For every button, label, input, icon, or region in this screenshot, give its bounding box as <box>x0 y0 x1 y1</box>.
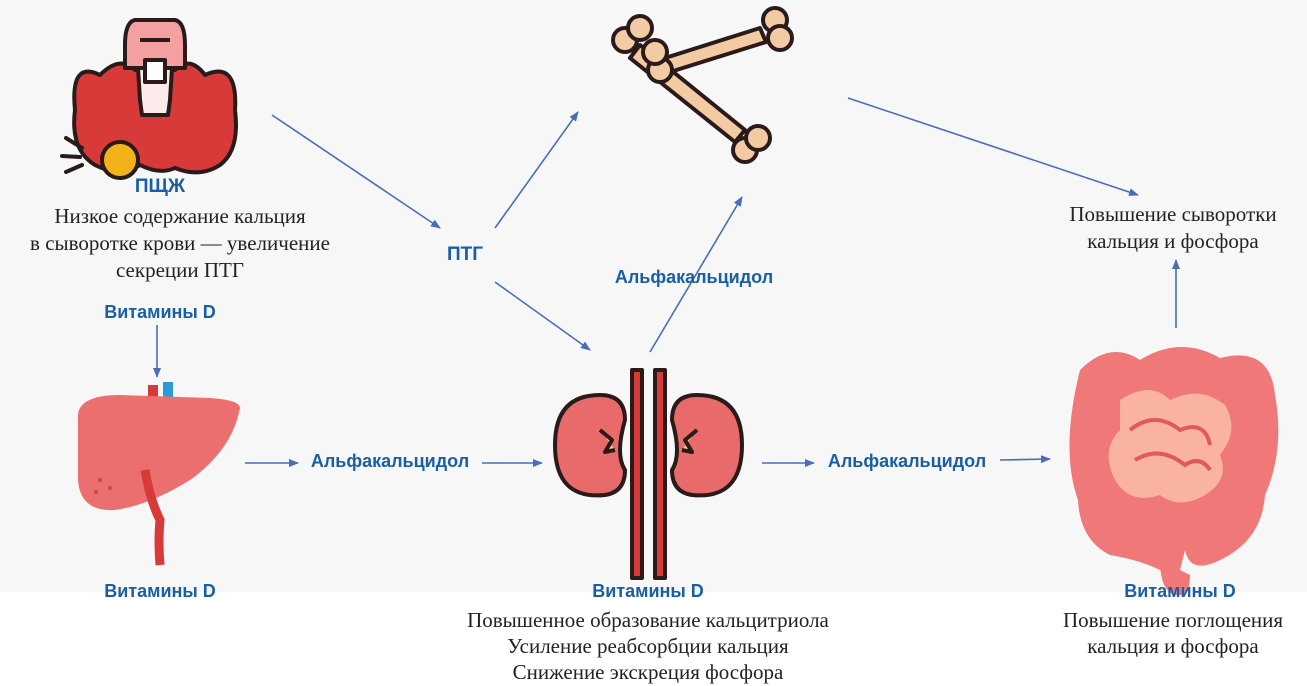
thyroid-desc-line-3: секреции ПТГ <box>20 258 340 283</box>
thyroid-desc-line-1: Низкое содержание кальция <box>20 204 340 229</box>
kidney-desc-line-3: Снижение экскреция фосфора <box>418 660 878 685</box>
alfacalcidol-liver-kidney-label: Альфакальцидол <box>298 451 482 472</box>
kidney-desc-line-2: Усиление реабсорбции кальция <box>418 634 878 659</box>
serum-result-line-1: Повышение сыворотки <box>1040 202 1306 227</box>
kidney-desc-line-1: Повышенное образование кальцитриола <box>418 608 878 633</box>
vitamin-d-liver-source-label: Витамины D <box>80 302 240 323</box>
arrow-pth-to-kidney <box>495 282 590 350</box>
intestine-desc-line-1: Повышение поглощения <box>1040 608 1306 633</box>
arrow-label-to-intestine <box>1000 459 1050 460</box>
arrow-pth-to-bone <box>495 112 578 228</box>
alfacalcidol-kidney-intestine-label: Альфакальцидол <box>814 451 1000 472</box>
thyroid-desc-line-2: в сыворотке крови — увеличение <box>0 231 360 256</box>
intestine-label: Витамины D <box>1098 581 1262 602</box>
arrow-bone-to-serum <box>848 98 1138 195</box>
intestine-desc-line-2: кальция и фосфора <box>1040 634 1306 659</box>
serum-result-line-2: кальция и фосфора <box>1040 229 1306 254</box>
pth-label: ПТГ <box>430 244 500 266</box>
thyroid-label: ПЩЖ <box>130 176 190 198</box>
alfacalcidol-kidney-bone-label: Альфакальцидол <box>602 267 786 288</box>
liver-caption: Витамины D <box>80 581 240 602</box>
kidney-label: Витамины D <box>568 581 728 602</box>
